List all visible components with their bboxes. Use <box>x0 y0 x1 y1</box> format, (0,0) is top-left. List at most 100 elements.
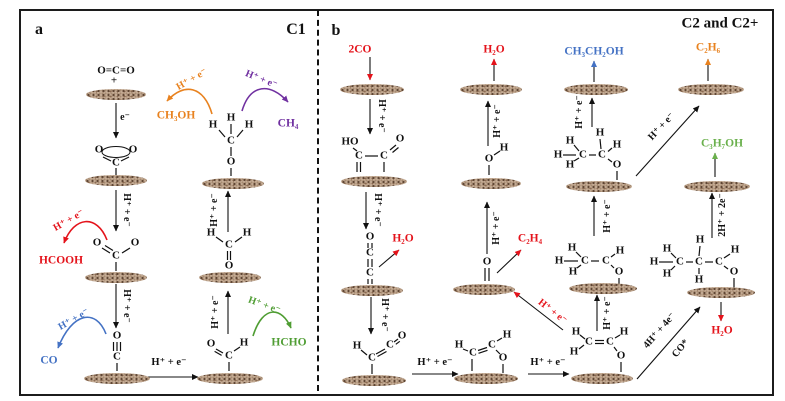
atom: H <box>568 265 578 278</box>
atom: H <box>553 148 563 161</box>
byproduct-h2o-2: H₂O <box>711 324 733 337</box>
atom: H <box>502 328 512 341</box>
atom: H <box>242 226 252 239</box>
step-label-b5: H⁺ + e⁻ <box>492 104 503 138</box>
byproduct-h2o-1: H₂O <box>392 232 414 245</box>
catalyst-surface <box>85 271 147 283</box>
product-hcho: HCHO <box>271 336 307 349</box>
atom: O <box>614 265 624 278</box>
step-label-a4: H⁺ + e⁻ <box>210 295 221 329</box>
step-label-b4: H⁺ + e⁻ <box>417 356 453 368</box>
product-ch4: CH₄ <box>277 117 299 130</box>
product-ch3oh: CH₃OH <box>156 109 196 122</box>
panel-b-title: C2 and C2+ <box>681 15 759 32</box>
panel-divider <box>317 10 319 391</box>
catalyst-surface <box>86 88 146 100</box>
panel-a-label: a <box>35 21 43 38</box>
catalyst-surface <box>453 283 515 295</box>
atom: C <box>386 338 394 351</box>
step-label-a1: H⁺ + e⁻ <box>121 193 132 227</box>
atom: H <box>565 158 575 171</box>
atom: O <box>112 329 122 342</box>
atom: H <box>244 118 254 131</box>
atom: C <box>366 266 374 279</box>
reactant-2co: 2CO <box>348 43 372 56</box>
atom: O <box>498 351 508 364</box>
reaction-arrows <box>57 57 724 380</box>
atom: H <box>239 336 249 349</box>
atom: C <box>602 254 610 267</box>
atom: C <box>380 149 388 162</box>
atom: C <box>579 148 587 161</box>
product-c3h7oh: C₃H₇OH <box>700 137 744 150</box>
atom: C <box>676 255 684 268</box>
atom: O <box>616 349 626 362</box>
step-label-c1: H⁺ + e⁻ <box>574 95 585 129</box>
atom: C <box>695 255 703 268</box>
catalyst-surface <box>571 372 633 384</box>
catalyst-surface <box>202 177 264 189</box>
product-ch3ch2oh: CH₃CH₂OH <box>564 45 624 58</box>
step-label-b3: H⁺ + e⁻ <box>379 298 390 332</box>
step-label-b1: H⁺ + e⁻ <box>376 99 387 133</box>
catalyst-surface <box>461 177 521 189</box>
atom: H <box>454 338 464 351</box>
step-label-c2: H⁺ + e⁻ <box>602 199 613 233</box>
figure-border <box>19 9 774 396</box>
atom: H <box>695 233 705 246</box>
atom: C <box>113 350 121 363</box>
catalyst-surface <box>340 83 404 95</box>
atom: H <box>565 134 575 147</box>
catalyst-surface <box>687 286 755 298</box>
catalyst-surface <box>566 180 632 192</box>
atom: O <box>397 329 407 342</box>
atom: H <box>694 273 704 286</box>
atom: H <box>554 254 564 267</box>
atom: O <box>365 230 375 243</box>
product-c2h4: C₂H₄ <box>517 232 543 245</box>
catalyst-surface <box>341 175 407 187</box>
atom: H <box>662 267 672 280</box>
step-label-b2: H⁺ + e⁻ <box>372 193 383 227</box>
atom: H <box>615 244 625 257</box>
atom: C <box>488 338 496 351</box>
atom: C <box>585 335 593 348</box>
catalyst-surface <box>342 374 406 386</box>
atom: O <box>482 255 492 268</box>
step-label-b6: H⁺ + e⁻ <box>491 211 502 245</box>
catalyst-surface <box>84 372 150 384</box>
atom: O <box>224 259 234 272</box>
catalyst-surface <box>569 282 637 294</box>
atom: C <box>112 249 120 262</box>
atom: C <box>606 335 614 348</box>
atom: O <box>612 158 622 171</box>
atom: H <box>206 226 216 239</box>
atom: H <box>619 325 629 338</box>
catalyst-surface <box>684 180 750 192</box>
co2-gas-label: O=C=O <box>97 64 135 77</box>
atom: O <box>128 143 138 156</box>
atom: H <box>649 255 659 268</box>
product-hcooh: HCOOH <box>38 254 84 267</box>
atom: C <box>715 255 723 268</box>
atom: H <box>499 141 509 154</box>
catalyst-surface <box>678 83 744 95</box>
atom: C <box>355 149 363 162</box>
step-label-b7: H⁺ + e⁻ <box>530 356 566 368</box>
molecule-bonds <box>101 124 735 374</box>
atom: H <box>612 138 622 151</box>
electron-step-label: e⁻ <box>120 112 130 123</box>
plus-sign: + <box>110 74 118 87</box>
atom: C <box>112 156 120 169</box>
atom: C <box>598 148 606 161</box>
atom: C <box>469 346 477 359</box>
product-co: CO <box>40 354 58 367</box>
atom: O <box>226 155 236 168</box>
atom: O <box>484 152 494 165</box>
atom: C <box>366 246 374 259</box>
atom: H <box>567 241 577 254</box>
product-h2o: H₂O <box>483 43 505 56</box>
atom: O <box>206 337 216 350</box>
panel-b-label: b <box>331 22 341 39</box>
